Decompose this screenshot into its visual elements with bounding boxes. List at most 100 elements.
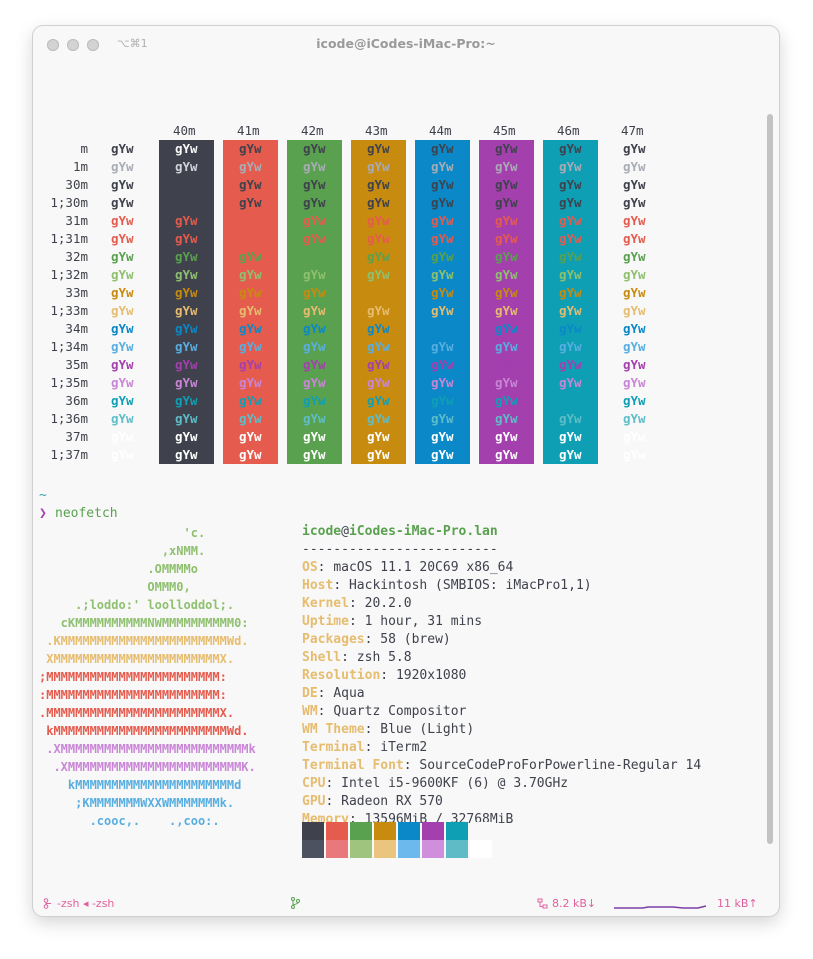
- color-sample: gYw: [111, 195, 134, 210]
- color-sample: gYw: [431, 159, 454, 174]
- color-sample: gYw: [623, 249, 646, 264]
- color-sample: gYw: [367, 411, 390, 426]
- palette-swatch: [302, 822, 324, 840]
- info-value: 1 hour, 31 mins: [364, 614, 483, 629]
- info-value: 58 (brew): [380, 632, 451, 647]
- color-sample: gYw: [431, 375, 454, 390]
- info-row: Kernel: 20.2.0: [302, 596, 412, 611]
- close-button[interactable]: [47, 39, 59, 51]
- palette-swatch: [302, 840, 324, 858]
- color-sample: gYw: [623, 177, 646, 192]
- color-sample: gYw: [239, 375, 262, 390]
- color-sample: gYw: [239, 357, 262, 372]
- color-sample: gYw: [431, 393, 454, 408]
- color-sample: gYw: [431, 303, 454, 318]
- prompt-command: neofetch: [55, 506, 118, 521]
- color-sample: gYw: [303, 339, 326, 354]
- info-value: Aqua: [333, 686, 365, 701]
- info-value: Hackintosh (SMBIOS: iMacPro1,1): [348, 578, 592, 593]
- color-sample: gYw: [303, 411, 326, 426]
- color-sample: gYw: [495, 159, 518, 174]
- color-sample: gYw: [559, 375, 582, 390]
- info-value: Blue (Light): [380, 722, 475, 737]
- palette-swatch: [350, 840, 372, 858]
- download-rate: 8.2 kB↓: [552, 897, 597, 910]
- color-sample: gYw: [303, 321, 326, 336]
- upload-rate: 11 kB↑: [717, 897, 758, 910]
- color-sample: gYw: [495, 339, 518, 354]
- color-sample: gYw: [111, 339, 134, 354]
- info-value: Radeon RX 570: [341, 794, 443, 809]
- color-sample: gYw: [175, 195, 198, 210]
- color-sample: gYw: [239, 411, 262, 426]
- info-row: GPU: Radeon RX 570: [302, 794, 443, 809]
- logo-line: kMMMMMMMMMMMMMMMMMMMMMMMMWd.: [39, 724, 249, 738]
- row-label: 34m: [65, 321, 88, 336]
- color-sample: gYw: [111, 429, 134, 444]
- scrollbar[interactable]: [767, 114, 773, 844]
- color-sample: gYw: [303, 375, 326, 390]
- minimize-button[interactable]: [67, 39, 79, 51]
- color-sample: gYw: [559, 231, 582, 246]
- info-row: WM: Quartz Compositor: [302, 704, 467, 719]
- color-sample: gYw: [495, 267, 518, 282]
- row-label: 33m: [65, 285, 88, 300]
- color-sample: gYw: [495, 393, 518, 408]
- row-label: 1;32m: [50, 267, 88, 282]
- color-sample: gYw: [367, 357, 390, 372]
- color-sample: gYw: [111, 159, 134, 174]
- color-sample: gYw: [623, 447, 646, 462]
- color-sample: gYw: [239, 285, 262, 300]
- bg-column: [415, 140, 470, 464]
- color-sample: gYw: [367, 339, 390, 354]
- logo-line: kMMMMMMMMMMMMMMMMMMMMMMd: [39, 778, 242, 792]
- neofetch-at: @: [341, 524, 349, 539]
- color-sample: gYw: [175, 249, 198, 264]
- color-sample: gYw: [559, 285, 582, 300]
- row-label: m: [80, 141, 88, 156]
- logo-line: ,xNMM.: [39, 544, 206, 558]
- info-key: Terminal Font: [302, 758, 404, 773]
- info-key: OS: [302, 560, 318, 575]
- color-sample: gYw: [175, 321, 198, 336]
- color-sample: gYw: [303, 141, 326, 156]
- color-sample: gYw: [623, 231, 646, 246]
- palette-swatch: [422, 822, 444, 840]
- color-sample: gYw: [303, 285, 326, 300]
- zoom-button[interactable]: [87, 39, 99, 51]
- color-sample: gYw: [367, 267, 390, 282]
- info-value: SourceCodeProForPowerline-Regular 14: [419, 758, 702, 773]
- color-sample: gYw: [239, 267, 262, 282]
- info-value: iTerm2: [380, 740, 428, 755]
- color-sample: gYw: [239, 177, 262, 192]
- session-label[interactable]: -zsh ◂ -zsh: [57, 897, 115, 910]
- color-sample: gYw: [239, 429, 262, 444]
- color-sample: gYw: [175, 447, 198, 462]
- neofetch-user: icode: [302, 524, 342, 539]
- color-sample: gYw: [239, 303, 262, 318]
- color-sample: gYw: [495, 303, 518, 318]
- info-key: GPU: [302, 794, 326, 809]
- network-icon: [537, 898, 548, 909]
- row-label: 1;31m: [50, 231, 88, 246]
- color-sample: gYw: [111, 393, 134, 408]
- color-sample: gYw: [111, 411, 134, 426]
- color-sample: gYw: [111, 447, 134, 462]
- row-label: 35m: [65, 357, 88, 372]
- palette-swatch: [470, 822, 492, 840]
- color-sample: gYw: [175, 213, 198, 228]
- palette-swatch: [350, 822, 372, 840]
- color-sample: gYw: [175, 357, 198, 372]
- info-row: Resolution: 1920x1080: [302, 668, 467, 683]
- row-label: 1;33m: [50, 303, 88, 318]
- color-sample: gYw: [175, 159, 198, 174]
- color-sample: gYw: [623, 159, 646, 174]
- color-sample: gYw: [303, 231, 326, 246]
- color-sample: gYw: [303, 267, 326, 282]
- color-sample: gYw: [239, 231, 262, 246]
- row-label: 32m: [65, 249, 88, 264]
- info-key: Uptime: [302, 614, 349, 629]
- logo-line: .XMMMMMMMMMMMMMMMMMMMMMMMMMMk: [39, 742, 256, 756]
